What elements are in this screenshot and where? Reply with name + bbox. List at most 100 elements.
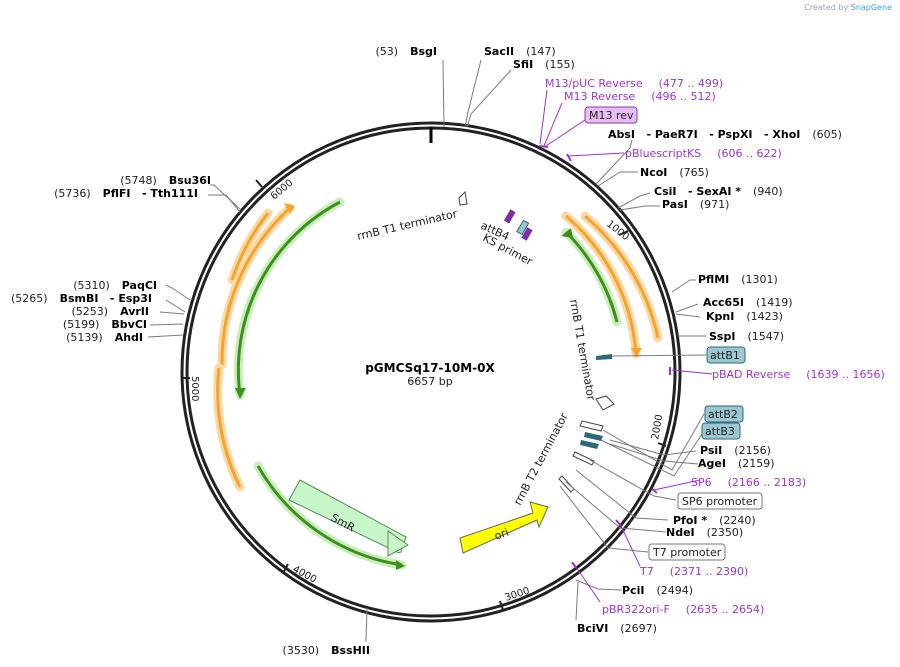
site-kpni-pos: (1423) (746, 310, 783, 323)
small-features (458, 190, 615, 493)
primer-t7-name: T7 (639, 565, 654, 578)
terminator-glyph-small-3 (558, 475, 575, 493)
site-pasi-name: PasI (662, 198, 688, 211)
site-sspi: SspI(1547) (709, 330, 784, 343)
primer-labels: M13/pUC Reverse(477 .. 499) M13 Reverse(… (545, 77, 885, 616)
site-csii: CsiI - SexAI *(940) (654, 185, 783, 198)
site-ncoi-pos: (765) (679, 166, 709, 179)
feature-labels: rrnB T1 terminator attB4 KS primer rrnB … (356, 207, 598, 507)
site-psii-pos: (2156) (734, 444, 771, 457)
tick-2000 (657, 442, 667, 447)
site-paqci-pos: (5310) (73, 279, 110, 292)
site-pflfi: (5736)PflFI - Tth111I (54, 187, 198, 200)
attb1-box (706, 346, 746, 364)
sites-left: (53)BsgI (5748)Bsu36I (5736)PflFI - Tth1… (11, 45, 437, 657)
attb3-box (701, 422, 741, 440)
orf-arc-5 (216, 367, 242, 488)
leader-bsu36i (210, 184, 242, 211)
site-bsmbi-pos: (5265) (11, 292, 48, 305)
site-psii: PsiI(2156) (700, 444, 771, 457)
ori-feature: ori (459, 501, 549, 554)
site-pcii-pos: (2494) (656, 584, 693, 597)
primer-pbluescriptks: pBluescriptKS(606 .. 622) (625, 147, 782, 160)
site-bsgi-pos: (53) (376, 45, 399, 58)
backbone (180, 121, 682, 623)
site-absi-pos: (605) (812, 128, 842, 141)
tick-label-5000: 5000 (189, 376, 200, 401)
primer-mark-t7 (615, 519, 622, 527)
site-pasi: PasI (971) (662, 198, 729, 211)
smr-arrow-head (387, 530, 409, 557)
terminator-glyph-small-1 (579, 420, 604, 432)
green-arc-1 (564, 230, 619, 323)
primer-pbr322-range: (2635 .. 2654) (686, 603, 765, 616)
site-bcivi-pos: (2697) (620, 622, 657, 635)
sites-right: SacII(147) SfiI(155) AbsI - PaeR7I - Psp… (484, 45, 842, 635)
site-bbvci-name: BbvCI (111, 318, 147, 331)
site-ahdi: (5139)AhdI (66, 331, 143, 344)
site-bbvci-pos: (5199) (63, 318, 100, 331)
orf-arc-3 (220, 206, 292, 366)
attb4-marker-1 (503, 209, 516, 224)
site-kpni-name: KpnI (706, 310, 734, 323)
site-agei-name: AgeI (698, 457, 726, 470)
leader-t7-promoter (559, 485, 649, 553)
leader-acc65i (675, 303, 699, 313)
primer-pbr322-name: pBR322ori-F (602, 603, 670, 616)
site-csii-name: CsiI - SexAI * (654, 185, 741, 198)
leader-pbr322 (573, 563, 601, 603)
site-pcii-name: PciI (622, 584, 644, 597)
ori-label: ori (493, 526, 511, 543)
green-arc-3 (256, 465, 403, 567)
site-bcivi: BciVI(2697) (577, 622, 657, 635)
primer-mark-sp6 (651, 488, 658, 494)
site-bbvci: (5199) BbvCI (63, 318, 147, 331)
leader-m13puc (539, 89, 548, 145)
green-arc-2 (236, 200, 341, 396)
site-bsshii-name: BssHII (331, 644, 370, 657)
site-bsshii: (3530) BssHII (283, 644, 370, 657)
primer-pbluescriptks-range: (606 .. 622) (717, 147, 782, 160)
tick-1000 (618, 230, 629, 236)
backbone-outer (180, 121, 682, 623)
site-acc65i-name: Acc65I (703, 296, 744, 309)
site-sfii-pos: (155) (545, 58, 575, 71)
leader-csii (617, 192, 651, 209)
site-acc65i-pos: (1419) (756, 296, 793, 309)
attb4-marker-2 (516, 219, 530, 236)
leader-pbad (671, 369, 713, 375)
orf-arcs (213, 203, 663, 492)
leader-ahdi (147, 334, 184, 338)
site-pasi-pos: (971) (700, 198, 730, 211)
site-bsmbi-name: BsmBI - Esp3I (60, 292, 152, 305)
credit-prefix: Created by (804, 3, 849, 12)
site-agei-pos: (2159) (738, 457, 775, 470)
primer-leaders (539, 89, 713, 603)
site-bsshii-pos: (3530) (283, 644, 320, 657)
m13rev-box-label: M13 rev (589, 109, 634, 122)
site-pflmi-name: PflMI (698, 273, 729, 286)
orf-arc-2 (584, 214, 660, 339)
primer-pbad-reverse: pBAD Reverse(1639 .. 1656) (712, 368, 885, 381)
sp6-promoter-label: SP6 promoter (682, 495, 758, 508)
site-absi: AbsI - PaeR7I - PspXI - XhoI (605) (608, 128, 842, 141)
site-pfoi: PfoI *(2240) (673, 514, 756, 527)
site-acc65i: Acc65I (1419) (703, 296, 793, 309)
orf-arc-4 (230, 212, 270, 281)
terminator-glyph-small-2 (572, 451, 595, 466)
site-ahdi-name: AhdI (115, 331, 143, 344)
site-sspi-name: SspI (709, 330, 735, 343)
rrnb-t1-right-label: rrnB T1 terminator (567, 298, 598, 402)
leader-sfii (466, 69, 512, 128)
site-pflfi-name: PflFI - Tth111I (103, 187, 198, 200)
primer-sp6: SP6(2166 .. 2183) (691, 476, 806, 489)
site-sacii-pos: (147) (526, 45, 556, 58)
primer-mark-pbluescriptks (566, 153, 572, 162)
site-ndei-pos: (2350) (707, 526, 744, 539)
site-absi-name: AbsI - PaeR7I - PspXI - XhoI (608, 128, 800, 141)
site-avrii-name: AvrII (120, 305, 149, 318)
leader-pasi (619, 205, 660, 211)
primer-m13rev-name: M13 Reverse (564, 90, 635, 103)
terminator-glyph-right (595, 395, 615, 411)
